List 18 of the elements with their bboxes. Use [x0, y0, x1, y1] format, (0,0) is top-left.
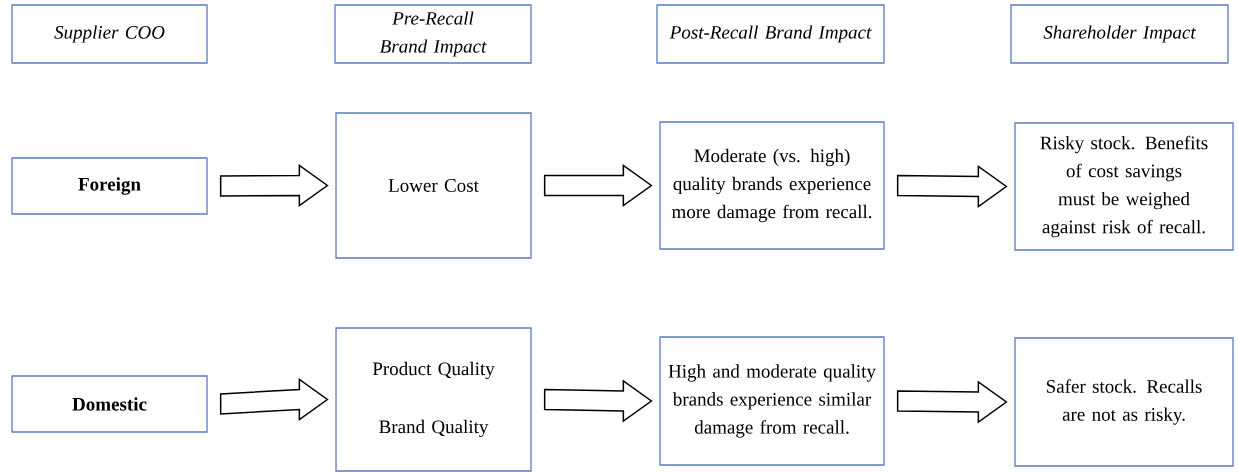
row-label-box: Domestic	[11, 375, 208, 433]
column-header: Shareholder Impact	[1010, 4, 1229, 64]
block-arrow	[543, 379, 653, 423]
text-box: Product Quality Brand Quality	[335, 327, 532, 472]
column-header: Supplier COO	[11, 4, 208, 64]
block-arrow	[219, 164, 329, 207]
block-arrow	[543, 164, 653, 207]
text-box: Lower Cost	[335, 112, 532, 259]
column-header: Post-Recall Brand Impact	[656, 4, 885, 64]
text-box: Safer stock. Recalls are not as risky.	[1014, 337, 1234, 467]
text-box: High and moderate quality brands experience similar damage from recall.	[659, 336, 885, 466]
block-arrow	[219, 378, 329, 421]
block-arrow	[896, 165, 1008, 208]
text-box: Risky stock. Benefits of cost savings must be weighed against risk of recall.	[1014, 122, 1234, 251]
block-arrow	[896, 380, 1008, 424]
text-box: Moderate (vs. high) quality brands experience more damage from recall.	[659, 121, 885, 250]
row-label-box: Foreign	[11, 157, 208, 215]
column-header: Pre-Recall Brand Impact	[334, 4, 532, 64]
